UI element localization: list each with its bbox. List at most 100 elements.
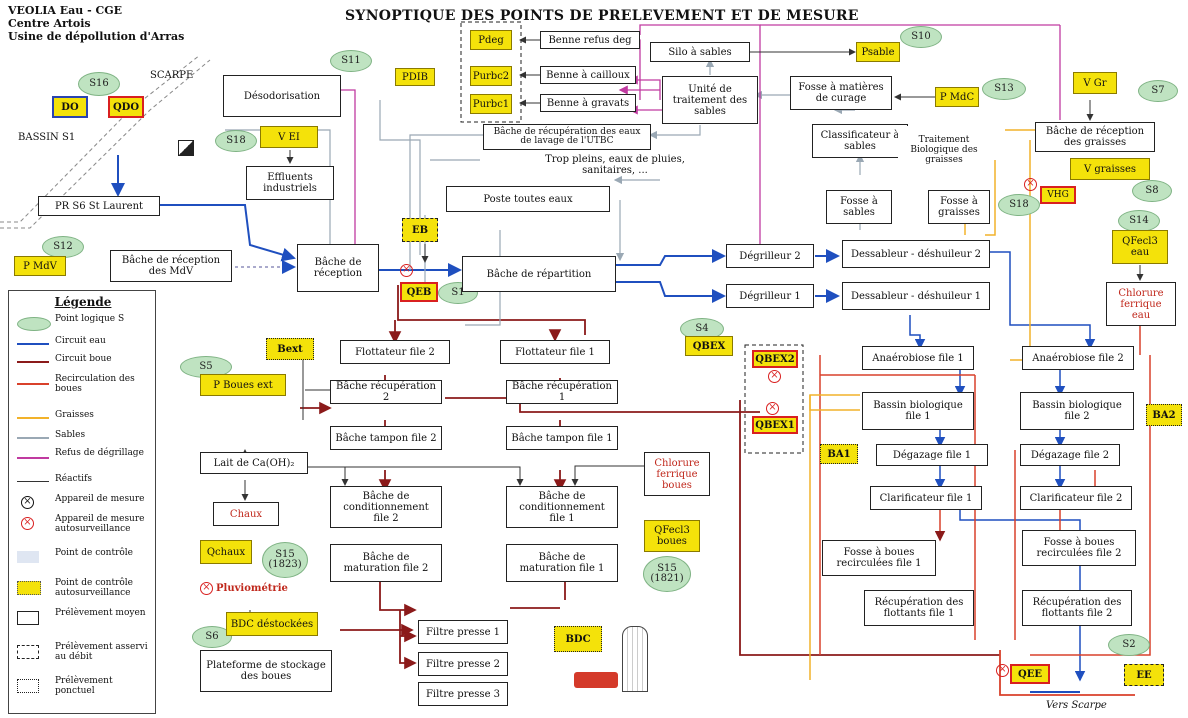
box-ee: EE <box>1124 664 1164 686</box>
box-eb: EB <box>402 218 438 242</box>
point-s15-1821: S15 (1821) <box>643 556 691 592</box>
legend-line-icon <box>17 481 49 482</box>
box-benne-gravats: Benne à gravats <box>540 94 636 112</box>
legend-label: Sables <box>55 430 86 440</box>
autosurv-meter-icon: × <box>1024 178 1037 191</box>
box-purbc2: Purbc2 <box>470 66 512 86</box>
box-pmdc: P MdC <box>935 87 979 107</box>
box-benne-refus: Benne refus deg <box>540 31 640 49</box>
box-bassin-bio2: Bassin biologique file 2 <box>1020 392 1134 430</box>
legend-item: Refus de dégrillage <box>9 447 157 473</box>
box-cond2: Bâche de conditionnement file 2 <box>330 486 442 528</box>
box-bdc: BDC <box>554 626 602 652</box>
box-mat1: Bâche de maturation file 1 <box>506 544 618 582</box>
legend-oval-icon <box>17 317 51 331</box>
point-s16: S16 <box>78 72 120 96</box>
point-s10: S10 <box>900 26 942 48</box>
box-anaerobie2: Anaérobiose file 2 <box>1022 346 1134 370</box>
legend-title: Légende <box>54 295 112 309</box>
autosurv-meter-icon: × <box>768 370 781 383</box>
box-tampon1: Bâche tampon file 1 <box>506 426 618 450</box>
box-dessableur1: Dessableur - déshuileur 1 <box>842 282 990 310</box>
box-fosse-graisses: Fosse à graisses <box>928 190 990 224</box>
box-pr-s6: PR S6 St Laurent <box>38 196 160 216</box>
point-s13: S13 <box>982 78 1026 100</box>
box-bext: Bext <box>266 338 314 360</box>
box-bassin-bio1: Bassin biologique file 1 <box>862 392 974 430</box>
legend-label: Point de contrôle <box>55 548 134 558</box>
legend-item: ×Appareil de mesure autosurveillance <box>9 513 157 539</box>
box-bache-graisses: Bâche de réception des graisses <box>1035 122 1155 152</box>
box-cond1: Bâche de conditionnement file 1 <box>506 486 618 528</box>
box-benne-cailloux: Benne à cailloux <box>540 66 636 84</box>
box-qfecl3-boues: QFecl3 boues <box>644 520 700 552</box>
legend-label: Réactifs <box>55 474 92 484</box>
box-bache-utbc: Bâche de récupération des eaux de lavage… <box>483 124 651 150</box>
point-s2: S2 <box>1108 634 1150 656</box>
legend-label: Circuit eau <box>55 336 106 346</box>
point-s15-1823: S15 (1823) <box>262 542 308 578</box>
box-fosse-boues2: Fosse à boues recirculées file 2 <box>1022 530 1136 566</box>
box-pdeg: Pdeg <box>470 30 512 50</box>
point-s7: S7 <box>1138 80 1178 102</box>
box-degazage1: Dégazage file 1 <box>876 444 988 466</box>
box-chlorure-eau: Chlorure ferrique eau <box>1106 282 1176 326</box>
box-pboues: P Boues ext <box>200 374 286 396</box>
legend-label: Point de contrôle autosurveillance <box>55 578 134 598</box>
legend-item: Graisses <box>9 409 157 431</box>
box-silo-sables: Silo à sables <box>650 42 750 62</box>
truck-icon <box>574 672 618 688</box>
box-tampon2: Bâche tampon file 2 <box>330 426 442 450</box>
legend-item: Circuit eau <box>9 335 157 357</box>
autosurv-meter-icon: × <box>21 517 34 530</box>
legend-item: Prélèvement asservi au débit <box>9 641 157 667</box>
legend-line-icon <box>17 343 49 345</box>
box-flottateur1: Flottateur file 1 <box>500 340 610 364</box>
label-bassin-s1: BASSIN S1 <box>18 132 76 143</box>
box-dessableur2: Dessableur - déshuileur 2 <box>842 240 990 268</box>
autosurv-meter-icon: × <box>996 664 1009 677</box>
box-plateforme: Plateforme de stockage des boues <box>200 650 332 692</box>
valve-icon <box>178 140 194 156</box>
autosurv-meter-icon: × <box>200 582 213 595</box>
box-mat2: Bâche de maturation file 2 <box>330 544 442 582</box>
box-anaerobie1: Anaérobiose file 1 <box>862 346 974 370</box>
control-point-icon <box>17 551 39 563</box>
point-s14: S14 <box>1118 210 1160 232</box>
autosurv-meter-icon: × <box>400 264 413 277</box>
legend-item: Prélèvement ponctuel <box>9 675 157 705</box>
sample-flow-icon <box>17 645 39 659</box>
legend-item: Sables <box>9 429 157 451</box>
legend-item: Recirculation des boues <box>9 373 157 403</box>
legend-item: Réactifs <box>9 473 157 495</box>
legend-label: Prélèvement moyen <box>55 608 146 618</box>
point-s12: S12 <box>42 236 84 258</box>
box-bache-mdv: Bâche de réception des MdV <box>110 250 232 282</box>
legend-line-icon <box>17 437 49 439</box>
box-bache-repartition: Bâche de répartition <box>462 256 616 292</box>
box-pdib: PDIB <box>395 68 435 86</box>
diagram-title: SYNOPTIQUE DES POINTS DE PRELEVEMENT ET … <box>345 8 859 24</box>
legend-label: Appareil de mesure <box>55 494 145 504</box>
box-ba1: BA1 <box>820 444 858 464</box>
box-desodorisation: Désodorisation <box>223 75 341 117</box>
box-lait-chaux: Lait de Ca(OH)₂ <box>200 452 308 474</box>
box-qee: QEE <box>1010 664 1050 684</box>
box-pmdv: P MdV <box>14 256 66 276</box>
box-vei: V EI <box>260 126 318 148</box>
box-vgraisses: V graisses <box>1070 158 1150 180</box>
label-pluviometrie: Pluviométrie <box>216 583 288 594</box>
box-recup-flott1: Récupération des flottants file 1 <box>864 590 974 626</box>
legend-item: ×Appareil de mesure <box>9 493 157 515</box>
legend-item: Prélèvement moyen <box>9 607 157 633</box>
sample-mean-icon <box>17 611 39 625</box>
box-vgr: V Gr <box>1073 72 1117 94</box>
box-qbex: QBEX <box>685 336 733 356</box>
legend-line-icon <box>17 383 49 385</box>
box-qbex1: QBEX1 <box>752 416 798 434</box>
legend: Légende Point logique S Circuit eau Circ… <box>8 290 156 714</box>
box-clarif2: Clarificateur file 2 <box>1020 486 1132 510</box>
legend-label: Refus de dégrillage <box>55 448 144 458</box>
box-qfecl3-eau: QFecl3 eau <box>1112 230 1168 264</box>
box-bdc-destockees: BDC déstockées <box>226 612 318 636</box>
